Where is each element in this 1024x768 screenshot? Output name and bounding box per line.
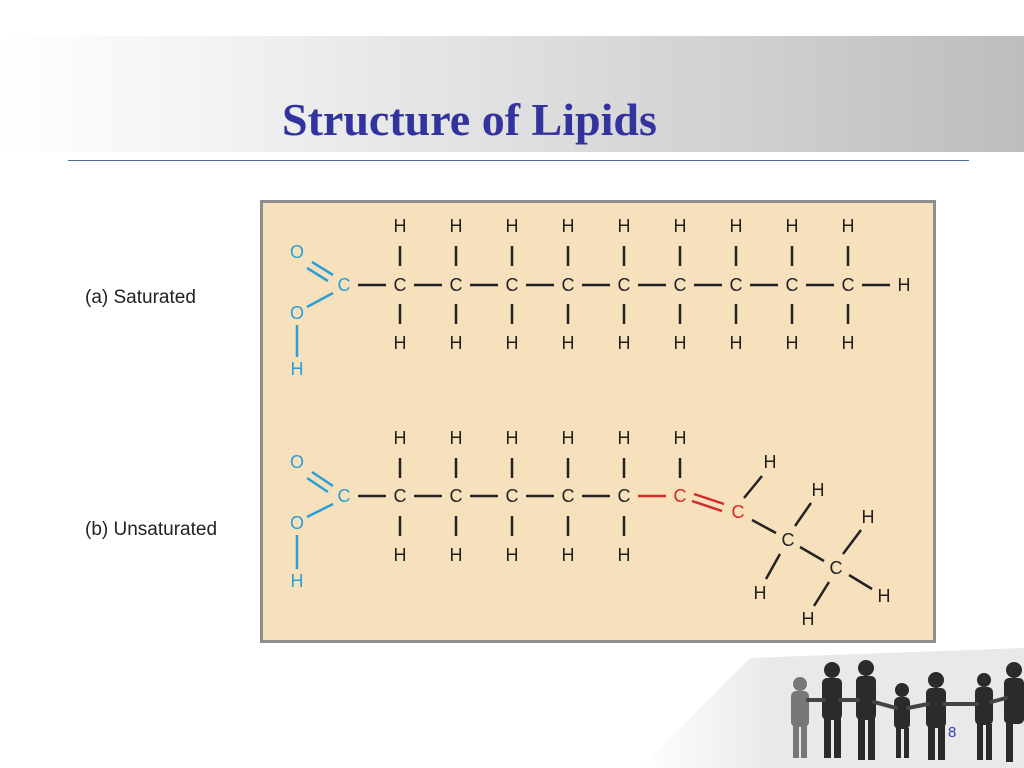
- unsat-hydrogen-top-4: H: [562, 428, 575, 448]
- sat-hydrogen-bottom-8: H: [786, 333, 799, 353]
- sat-oxygen-double: O: [290, 242, 304, 262]
- sat-carbon-6: C: [674, 275, 687, 295]
- sat-hydrogen-top-4: H: [562, 216, 575, 236]
- unsat-co-single-bond: [306, 502, 334, 519]
- unsat-hydrogen-top-1: H: [394, 428, 407, 448]
- unsat-bond-c9-hbottom: [812, 581, 831, 607]
- unsat-bond-c9-htop: [842, 529, 862, 555]
- unsat-hydrogen-c7: H: [764, 452, 777, 472]
- unsat-co-double-bond-1: [311, 470, 334, 488]
- sat-oxygen-hydroxyl: O: [290, 303, 304, 323]
- unsat-hydrogen-bottom-5: H: [618, 545, 631, 565]
- unsat-carbon-3: C: [506, 486, 519, 506]
- sat-hydrogen-top-3: H: [506, 216, 519, 236]
- sat-hydroxyl-hydrogen: H: [291, 359, 304, 379]
- sat-hydrogen-top-5: H: [618, 216, 631, 236]
- label-saturated: (a) Saturated: [85, 287, 196, 308]
- unsat-carbon-4: C: [562, 486, 575, 506]
- sat-hydrogen-top-1: H: [394, 216, 407, 236]
- sat-co-single-bond: [306, 291, 334, 309]
- unsat-carbon-9: C: [830, 558, 843, 578]
- sat-co-double-bond-2: [306, 266, 329, 283]
- unsat-co-double-bond-2: [306, 476, 329, 494]
- sat-hydrogen-bottom-6: H: [674, 333, 687, 353]
- sat-hydrogen-bottom-2: H: [450, 333, 463, 353]
- unsat-bond-c9-hright: [848, 573, 873, 591]
- sat-hydrogen-bottom-3: H: [506, 333, 519, 353]
- sat-hydrogen-top-6: H: [674, 216, 687, 236]
- unsat-hydrogen-c9-right: H: [878, 586, 891, 606]
- sat-hydrogen-bottom-5: H: [618, 333, 631, 353]
- sat-terminal-hydrogen: H: [898, 275, 911, 295]
- unsat-hydrogen-bottom-2: H: [450, 545, 463, 565]
- lipid-structure-diagram: O C O H C H H C H H C H H C H H C H H C H H C H H C H H C H H H O C O H C H H C…: [260, 200, 936, 643]
- unsat-hydrogen-top-5: H: [618, 428, 631, 448]
- unsat-hydrogen-top-6: H: [674, 428, 687, 448]
- unsat-hydrogen-bottom-3: H: [506, 545, 519, 565]
- bond-lines: [295, 246, 890, 607]
- page-number: 8: [948, 724, 957, 741]
- sat-co-double-bond-1: [311, 260, 334, 277]
- sat-hydrogen-top-8: H: [786, 216, 799, 236]
- unsat-carbon-6: C: [674, 486, 687, 506]
- unsat-carbon-7: C: [732, 502, 745, 522]
- unsat-hydrogen-c9-top: H: [862, 507, 875, 527]
- header-band: [0, 36, 1024, 152]
- sat-carbon-9: C: [842, 275, 855, 295]
- unsat-hydrogen-c8-bottom: H: [754, 583, 767, 603]
- sat-hydrogen-bottom-9: H: [842, 333, 855, 353]
- sat-hydrogen-top-9: H: [842, 216, 855, 236]
- unsat-hydrogen-c9-bottom: H: [802, 609, 815, 629]
- sat-carbon-8: C: [786, 275, 799, 295]
- unsat-bond-c7-c8: [751, 518, 777, 535]
- unsat-carbon-5: C: [618, 486, 631, 506]
- sat-hydrogen-bottom-1: H: [394, 333, 407, 353]
- unsat-hydrogen-top-2: H: [450, 428, 463, 448]
- sat-carbon-7: C: [730, 275, 743, 295]
- unsat-oxygen-double: O: [290, 452, 304, 472]
- unsat-bond-c7-h: [743, 475, 763, 499]
- title-divider: [68, 160, 969, 161]
- diagram-panel: [260, 200, 936, 643]
- sat-carbon-4: C: [562, 275, 575, 295]
- unsat-carbon-2: C: [450, 486, 463, 506]
- unsat-hydrogen-c8-top: H: [812, 480, 825, 500]
- unsat-double-bond-2: [691, 499, 723, 513]
- unsat-oxygen-hydroxyl: O: [290, 513, 304, 533]
- unsat-carbon-8: C: [782, 530, 795, 550]
- unsat-carboxyl-carbon: C: [338, 486, 351, 506]
- unsat-double-bond-1: [693, 492, 725, 506]
- unsat-hydrogen-top-3: H: [506, 428, 519, 448]
- people-decoration-image: [640, 648, 1024, 768]
- slide-title: Structure of Lipids: [282, 94, 657, 145]
- unsat-hydroxyl-hydrogen: H: [291, 571, 304, 591]
- sat-hydrogen-bottom-4: H: [562, 333, 575, 353]
- unsat-hydrogen-bottom-4: H: [562, 545, 575, 565]
- label-unsaturated: (b) Unsaturated: [85, 519, 218, 540]
- unsat-bond-c8-htop: [793, 502, 813, 527]
- sat-hydrogen-top-7: H: [730, 216, 743, 236]
- unsat-bond-c8-hbottom: [764, 553, 782, 580]
- sat-carbon-3: C: [506, 275, 519, 295]
- sat-carboxyl-carbon: C: [338, 275, 351, 295]
- unsat-carbon-1: C: [394, 486, 407, 506]
- sat-carbon-5: C: [618, 275, 631, 295]
- atom-labels: O C O H C H H C H H C H H C H H C H H C H H C H H C H H C H H H O C O H C H H C…: [290, 216, 911, 629]
- sat-hydrogen-top-2: H: [450, 216, 463, 236]
- sat-carbon-2: C: [450, 275, 463, 295]
- sat-hydrogen-bottom-7: H: [730, 333, 743, 353]
- unsat-bond-c8-c9: [799, 545, 825, 563]
- unsat-hydrogen-bottom-1: H: [394, 545, 407, 565]
- sat-carbon-1: C: [394, 275, 407, 295]
